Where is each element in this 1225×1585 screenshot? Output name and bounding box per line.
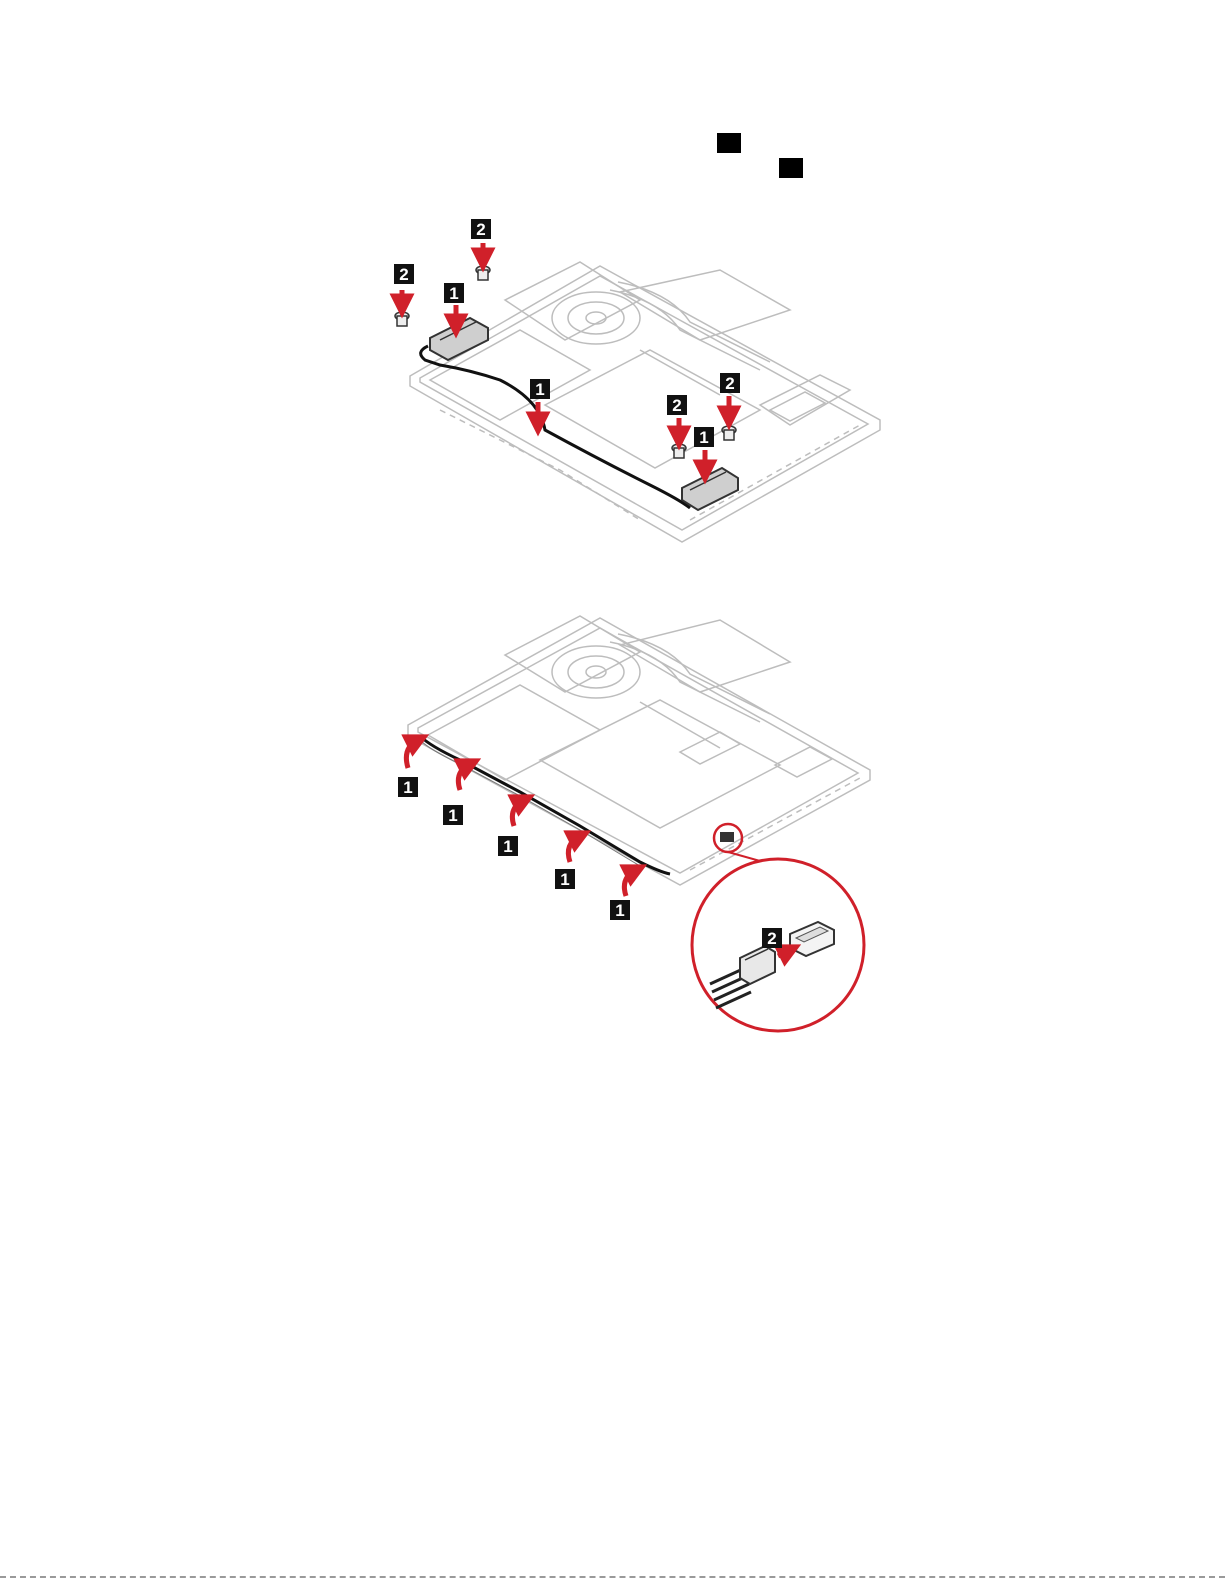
callout: 1	[403, 778, 412, 797]
speaker-cable-1	[421, 346, 690, 508]
callout: 1	[615, 901, 624, 920]
callout: 1	[699, 428, 708, 447]
callout: 1	[535, 380, 544, 399]
callout: 1	[503, 837, 512, 856]
callout: 2	[767, 929, 776, 948]
callout: 1	[560, 870, 569, 889]
page-footer-rule	[0, 1576, 1225, 1578]
figure-2-laptop-base	[408, 616, 870, 885]
speaker-left	[430, 318, 488, 360]
figure-2-arrows	[406, 740, 636, 896]
callout: 2	[399, 265, 408, 284]
figure-1-laptop-base	[410, 262, 880, 542]
figure-2-callouts: 1 1 1 1 1	[398, 777, 630, 920]
connector-zoom-detail: 2	[692, 859, 864, 1031]
callout: 2	[672, 396, 681, 415]
callout: 2	[725, 374, 734, 393]
callout: 1	[449, 284, 458, 303]
callout: 1	[448, 806, 457, 825]
callout: 2	[476, 220, 485, 239]
